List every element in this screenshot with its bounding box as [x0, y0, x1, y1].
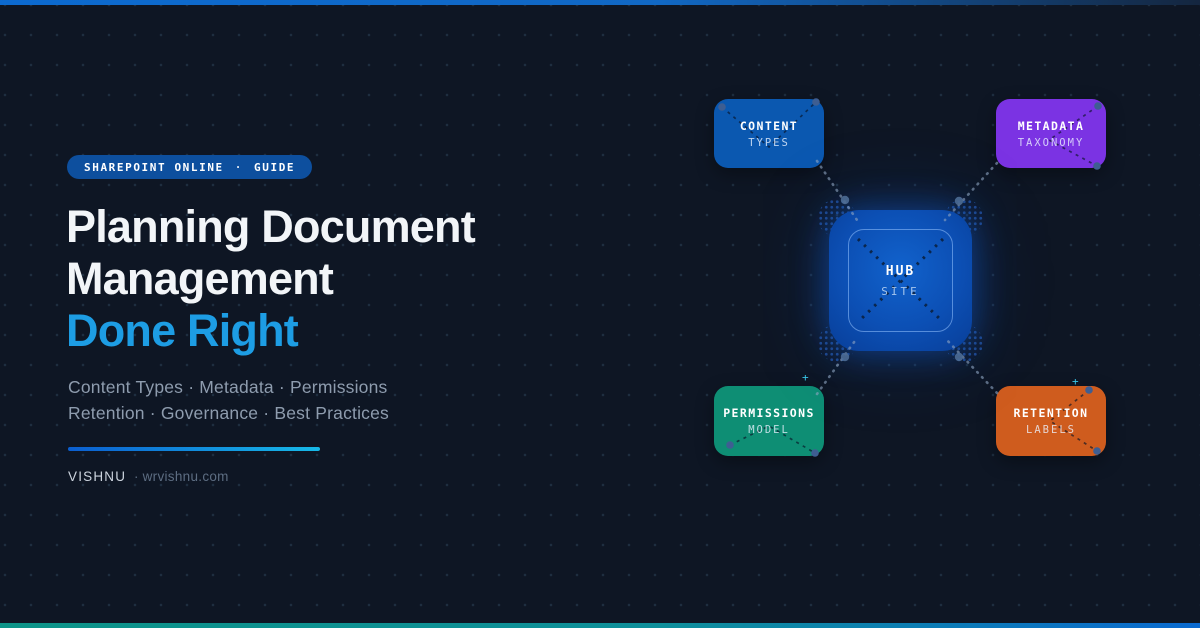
node-retention-labels: RETENTION LABELS	[996, 386, 1106, 456]
node-content-types: CONTENT TYPES	[714, 99, 824, 168]
subtitle-line-1: Content Types · Metadata · Permissions	[68, 377, 388, 397]
badge-separator: ·	[234, 160, 244, 174]
category-badge: SHAREPOINT ONLINE · GUIDE	[67, 155, 313, 179]
subtitle-line-2: Retention · Governance · Best Practices	[68, 403, 389, 423]
page-title: Planning Document Management Done Right	[66, 201, 476, 357]
title-line-3-accent: Done Right	[66, 305, 299, 356]
author-name: VISHNU	[68, 469, 127, 484]
bottom-accent-bar	[0, 623, 1200, 628]
node-retention-labels-label: RETENTION	[1013, 406, 1089, 420]
node-content-types-label: CONTENT	[739, 118, 799, 133]
node-retention-labels-sublabel: LABELS	[1026, 424, 1076, 436]
hub-site-node: HUB SITE	[818, 199, 983, 362]
byline-sep-dot: ·	[134, 469, 139, 484]
subtitle: Content Types · Metadata · Permissions R…	[68, 374, 389, 426]
hub-label: HUB	[885, 263, 916, 279]
title-line-1: Planning Document	[66, 201, 476, 252]
badge-label: SHAREPOINT ONLINE	[84, 160, 224, 174]
node-permissions-model-label: PERMISSIONS	[723, 406, 815, 420]
badge-tag: GUIDE	[254, 160, 296, 174]
accent-divider	[68, 447, 320, 451]
node-permissions-model: PERMISSIONS MODEL	[714, 386, 824, 456]
node-metadata-taxonomy-label: METADATA	[1017, 118, 1085, 133]
node-metadata-taxonomy: METADATA TAXONOMY	[996, 99, 1106, 168]
hub-inner-ring	[848, 229, 953, 332]
hub-sublabel: SITE	[881, 284, 920, 298]
hub-labels: HUB SITE	[829, 210, 972, 351]
node-permissions-model-sublabel: MODEL	[748, 424, 790, 436]
byline: VISHNU · wrvishnu.com	[68, 469, 229, 484]
title-line-2: Management	[66, 253, 334, 304]
node-metadata-taxonomy-sublabel: TAXONOMY	[1017, 136, 1085, 149]
author-website: wrvishnu.com	[142, 469, 229, 484]
node-content-types-sublabel: TYPES	[748, 136, 790, 149]
sparkle-plus-icon: +	[802, 371, 809, 384]
top-accent-bar	[0, 0, 1200, 5]
